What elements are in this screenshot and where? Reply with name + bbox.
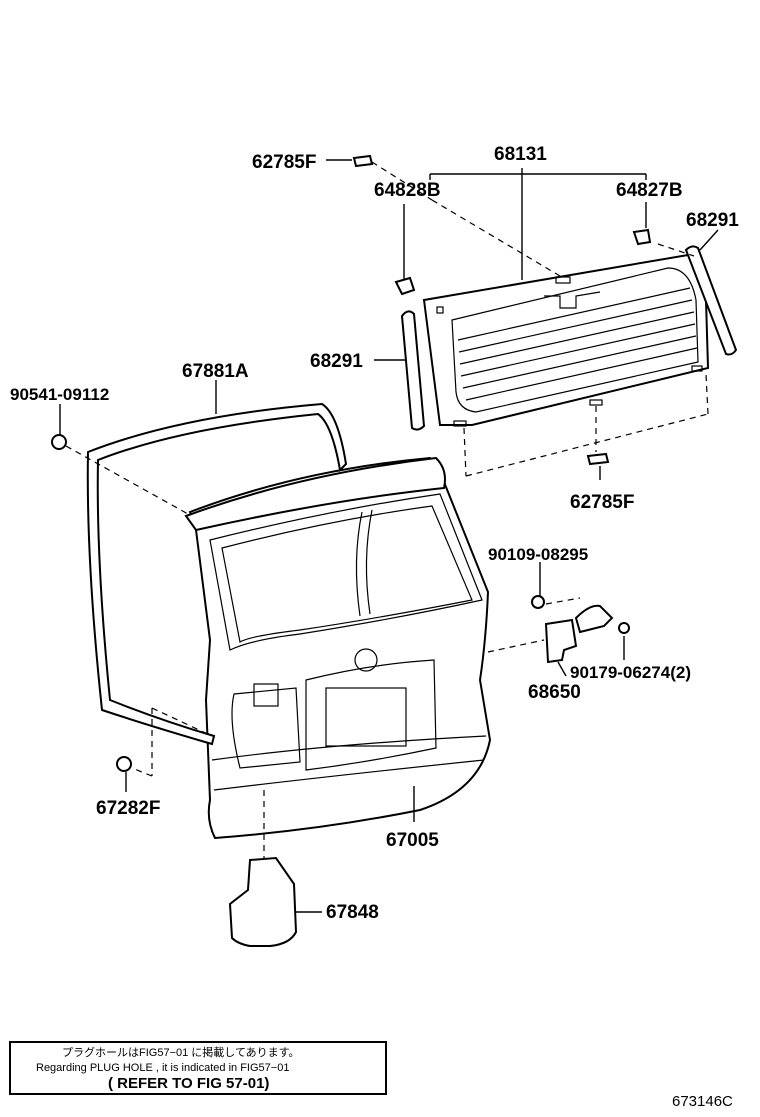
note-line-japanese: プラグホールはFIG57−01 に掲載してあります。 bbox=[62, 1045, 300, 1059]
dashed-lines bbox=[65, 161, 709, 858]
label-62785f-top: 62785F bbox=[252, 152, 316, 173]
label-62785f-bottom: 62785F bbox=[570, 492, 634, 513]
label-68650: 68650 bbox=[528, 682, 581, 703]
clip-64827b bbox=[632, 228, 652, 246]
rear-window-glass bbox=[422, 253, 710, 427]
spacer-62785f-top bbox=[352, 154, 374, 168]
leader-lines bbox=[59, 159, 719, 913]
part-labels: 62785F 68131 64828B 64827B 68291 68291 6… bbox=[10, 144, 739, 923]
label-68291-left: 68291 bbox=[310, 351, 363, 372]
cushion-67282f bbox=[116, 756, 132, 772]
label-67005: 67005 bbox=[386, 830, 439, 851]
label-68291-right: 68291 bbox=[686, 210, 739, 231]
figure-code: 673146C bbox=[672, 1093, 733, 1110]
back-door-panel bbox=[184, 456, 492, 840]
weatherstrip bbox=[86, 402, 348, 746]
service-cover bbox=[228, 856, 298, 947]
label-67282f: 67282F bbox=[96, 798, 160, 819]
back-door-hinge bbox=[531, 595, 630, 664]
note-line-english: Regarding PLUG HOLE , it is indicated in… bbox=[36, 1062, 289, 1074]
clip-64828b bbox=[394, 276, 416, 296]
left-moulding bbox=[400, 310, 426, 431]
note-line-refer: ( REFER TO FIG 57-01) bbox=[108, 1075, 269, 1092]
right-moulding bbox=[684, 245, 738, 356]
spacer-62785f-bottom bbox=[586, 452, 610, 466]
reference-note: プラグホールはFIG57−01 に掲載してあります。 Regarding PLU… bbox=[9, 1041, 387, 1095]
label-68131: 68131 bbox=[494, 144, 547, 165]
label-90179: 90179-06274(2) bbox=[570, 663, 691, 682]
label-64827b: 64827B bbox=[616, 180, 683, 201]
label-67848: 67848 bbox=[326, 902, 379, 923]
bolt-90541 bbox=[51, 434, 67, 450]
label-90109: 90109-08295 bbox=[488, 545, 588, 564]
label-90541: 90541-09112 bbox=[10, 385, 109, 404]
label-67881a: 67881A bbox=[182, 361, 249, 382]
label-64828b: 64828B bbox=[374, 180, 441, 201]
